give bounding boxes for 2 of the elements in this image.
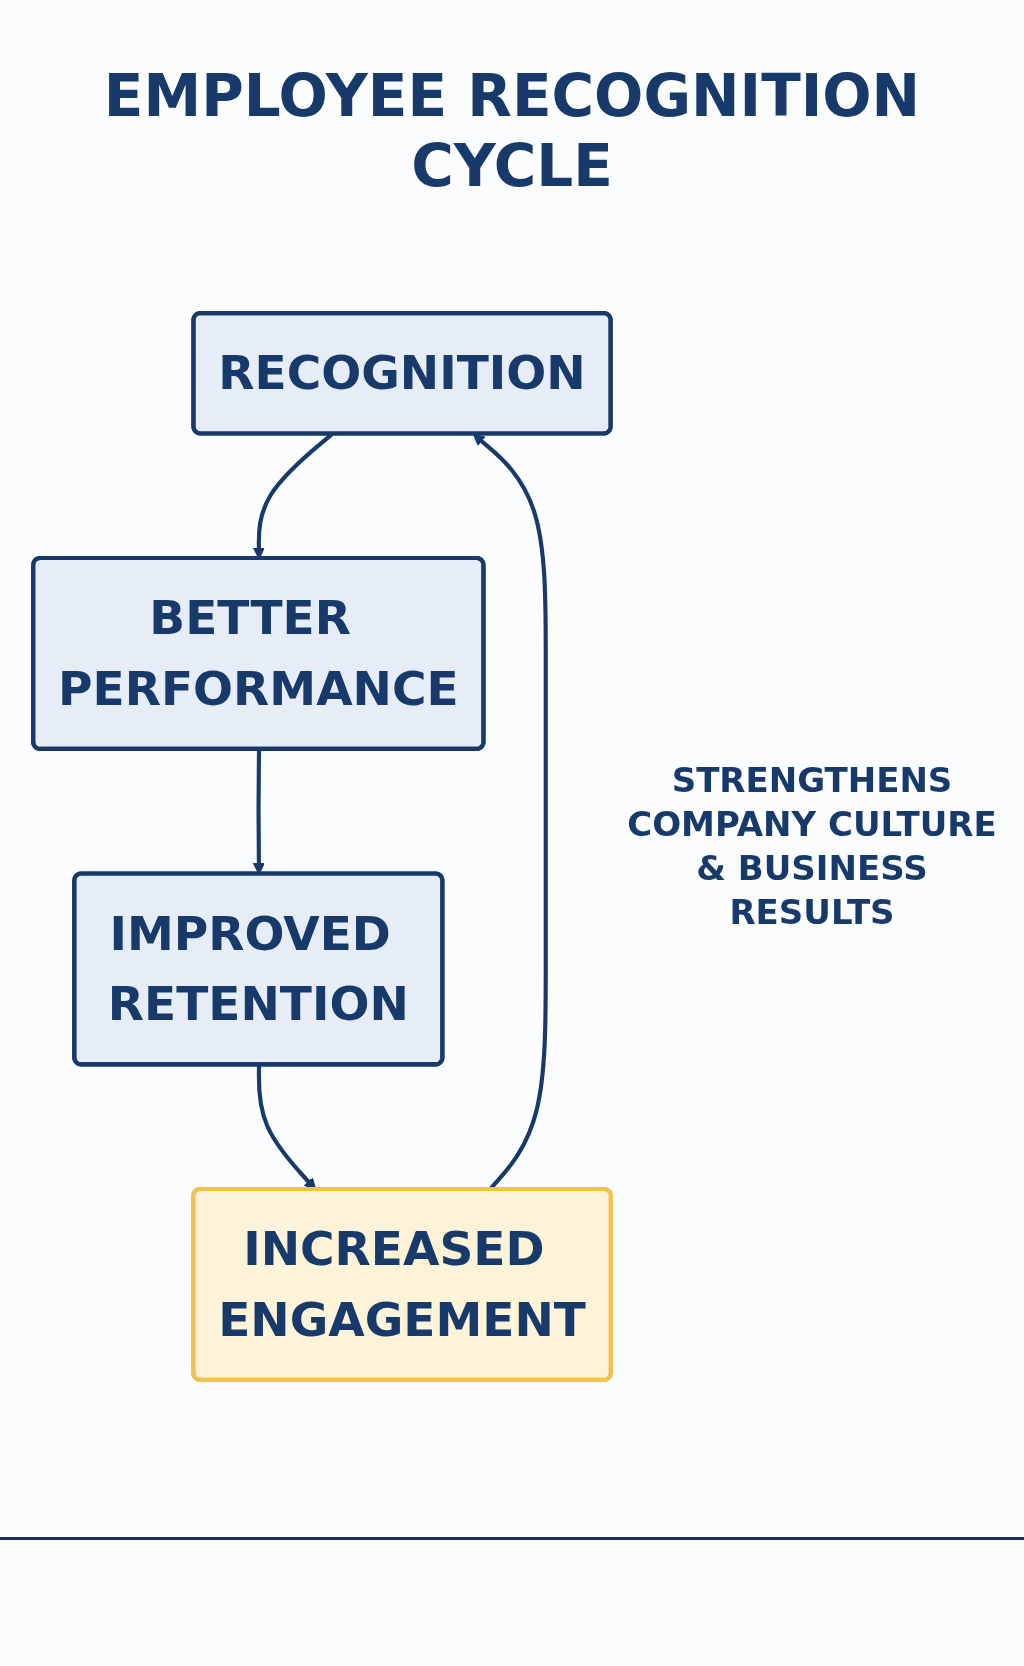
center-statement: STRENGTHENS COMPANY CULTURE & BUSINESS RESULTS: [626, 758, 998, 935]
title: EMPLOYEE RECOGNITION CYCLE: [102, 62, 922, 202]
